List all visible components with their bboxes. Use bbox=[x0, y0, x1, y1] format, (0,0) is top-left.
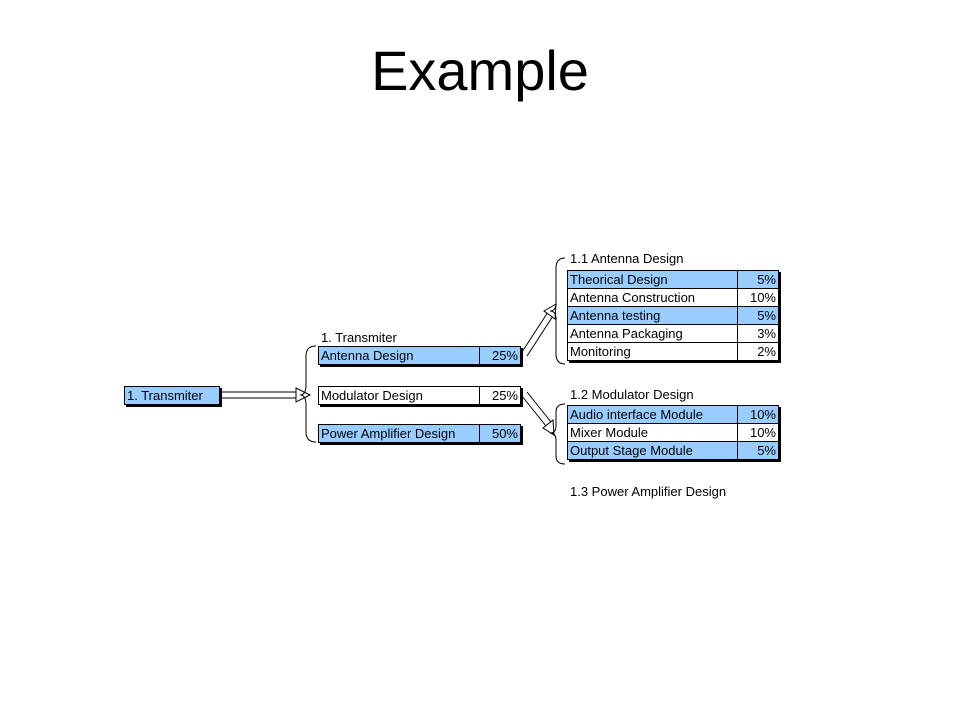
arrowhead-root bbox=[295, 387, 312, 403]
level1-item-pct: 50% bbox=[479, 424, 521, 443]
modulator-table: Audio interface Module 10% Mixer Module … bbox=[567, 405, 779, 460]
root-node-table: 1. Transmiter bbox=[124, 386, 220, 405]
level1-item-pct: 25% bbox=[479, 346, 521, 365]
antenna-table: Theorical Design 5% Antenna Construction… bbox=[567, 270, 779, 361]
antenna-heading: 1.1 Antenna Design bbox=[570, 251, 684, 266]
connector-antenna-a bbox=[521, 311, 549, 353]
level1-item-name: Antenna Design bbox=[318, 346, 480, 365]
brace-modulator bbox=[549, 403, 566, 465]
level1-row-power-amp: Power Amplifier Design 50% bbox=[318, 424, 521, 443]
level1-item-pct: 25% bbox=[479, 386, 521, 405]
slide-title: Example bbox=[371, 39, 589, 102]
root-node-row: 1. Transmiter bbox=[124, 386, 220, 405]
connector-modulator-b bbox=[526, 391, 552, 423]
arrowhead-modulator bbox=[542, 419, 555, 436]
root-node-label: 1. Transmiter bbox=[124, 386, 220, 405]
connector-modulator-a bbox=[521, 395, 547, 427]
level1-heading: 1. Transmiter bbox=[321, 330, 397, 345]
table-row: Audio interface Module 10% bbox=[567, 405, 779, 424]
table-row: Monitoring 2% bbox=[567, 342, 779, 361]
brace-antenna bbox=[549, 257, 566, 365]
level1-row-modulator: Modulator Design 25% bbox=[318, 386, 521, 405]
table-row: Antenna testing 5% bbox=[567, 306, 779, 325]
modulator-heading: 1.2 Modulator Design bbox=[570, 387, 694, 402]
power-amp-heading: 1.3 Power Amplifier Design bbox=[570, 484, 727, 499]
level1-item-name: Modulator Design bbox=[318, 386, 480, 405]
connector-antenna-b bbox=[526, 315, 554, 357]
table-row: Output Stage Module 5% bbox=[567, 441, 779, 460]
level1-row-antenna: Antenna Design 25% bbox=[318, 346, 521, 365]
table-row: Theorical Design 5% bbox=[567, 270, 779, 289]
brace-level1 bbox=[299, 345, 317, 443]
table-row: Antenna Construction 10% bbox=[567, 288, 779, 307]
level1-item-name: Power Amplifier Design bbox=[318, 424, 480, 443]
